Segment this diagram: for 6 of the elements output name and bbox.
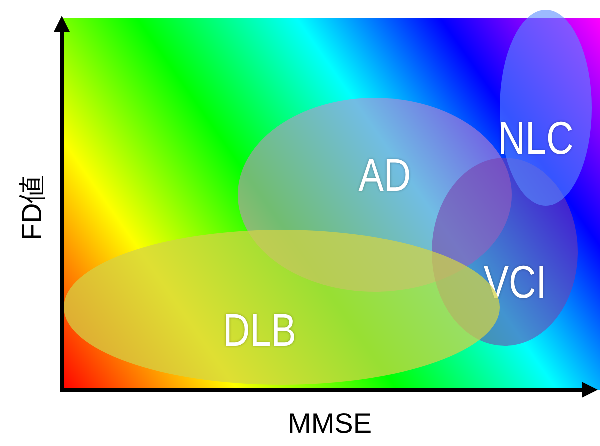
region-label: AD — [358, 148, 412, 202]
region-label: DLB — [223, 302, 297, 356]
region-label: VCI — [484, 255, 546, 309]
x-axis-label: MMSE — [288, 408, 372, 440]
y-axis-label: FD値 — [16, 175, 49, 241]
region-label: NLC — [498, 111, 574, 165]
